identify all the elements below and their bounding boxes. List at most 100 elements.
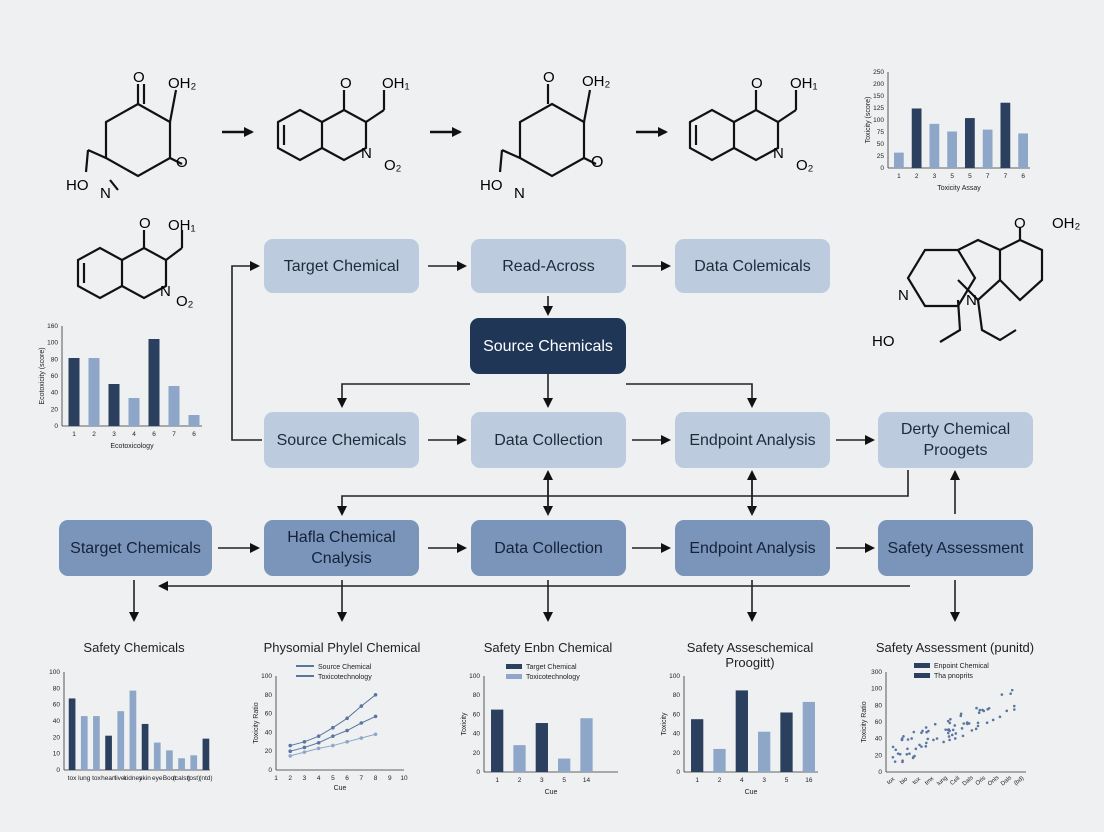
molecule-1-o: O — [133, 69, 145, 86]
legend-label: Toxicotechnology — [318, 674, 372, 681]
scatter-point — [967, 722, 971, 725]
box-hafla-chemical-cnalysis[interactable]: Hafla Chemical Cnalysis — [264, 520, 419, 576]
x-axis-label: Cue — [334, 785, 347, 792]
scatter-point — [965, 721, 969, 724]
molecule-5-o: O — [139, 215, 151, 232]
chart-title: Proogitt) — [725, 655, 774, 670]
scatter-point — [925, 730, 928, 734]
scatter-point — [975, 706, 978, 710]
x-tick-label: 6 — [192, 431, 196, 438]
scatter-point — [942, 740, 945, 744]
molecule-3 — [498, 84, 597, 178]
bar — [168, 386, 180, 426]
bar — [68, 358, 80, 426]
x-tick-label: 2 — [718, 777, 722, 784]
scatter-point — [970, 729, 974, 732]
y-tick-label: 40 — [473, 731, 481, 738]
series-point — [288, 754, 293, 758]
x-tick-label: heart — [101, 775, 116, 782]
box-endpoint-analysis-2[interactable]: Endpoint Analysis — [675, 520, 830, 576]
chart-title: Safety Enbn Chemical — [484, 640, 613, 655]
box-starget-chemicals[interactable]: Starget Chemicals — [59, 520, 212, 576]
y-tick-label: 20 — [673, 750, 681, 757]
legend-swatch — [506, 674, 522, 679]
x-tick-label: 8 — [374, 775, 378, 782]
x-tick-label: 10 — [400, 775, 408, 782]
x-tick-label: 2 — [518, 777, 522, 784]
x-tick-label: 1 — [695, 777, 699, 784]
bar — [178, 758, 185, 770]
series-point — [373, 693, 378, 697]
box-derty-chemical-proogets[interactable]: Derty Chemical Proogets — [878, 412, 1033, 468]
chart-title: Safety Asseschemical — [687, 640, 814, 655]
y-tick-label: 40 — [53, 718, 61, 725]
scatter-point — [946, 719, 950, 723]
scatter-point — [908, 752, 911, 755]
box-source-chemicals-center[interactable]: Source Chemicals — [470, 318, 626, 374]
scatter-point — [944, 728, 947, 731]
bar — [982, 129, 993, 168]
scatter-point — [893, 760, 897, 763]
scatter-point — [921, 729, 924, 733]
x-tick-label: 1 — [274, 775, 278, 782]
y-tick-label: 60 — [265, 711, 273, 718]
bar — [513, 745, 526, 772]
bar — [947, 131, 958, 168]
x-tick-label: 6 — [152, 431, 156, 438]
series-point — [359, 704, 364, 708]
scatter-point — [918, 743, 921, 747]
x-tick-label: Orls — [975, 775, 987, 787]
bar — [491, 709, 504, 772]
bar — [88, 358, 100, 426]
scatter-point — [959, 712, 963, 716]
molecule-5-o2: O₂ — [176, 293, 194, 310]
scatter-point — [1009, 692, 1012, 695]
molecule-4-o: O — [751, 75, 763, 92]
scatter-point — [954, 732, 958, 735]
molecule-6-n1: N — [898, 287, 909, 304]
x-tick-label: 5 — [331, 775, 335, 782]
x-tick-label: 3 — [112, 431, 116, 438]
x-tick-label: 3 — [303, 775, 307, 782]
box-endpoint-analysis-1[interactable]: Endpoint Analysis — [675, 412, 830, 468]
box-safety-assessment[interactable]: Safety Assessment — [878, 520, 1033, 576]
molecule-2-o: O — [340, 75, 352, 92]
scatter-point — [901, 759, 904, 762]
box-data-collection-2[interactable]: Data Collection — [471, 520, 626, 576]
scatter-point — [985, 721, 989, 725]
bar — [535, 723, 548, 772]
scatter-point — [932, 738, 935, 742]
y-tick-label: 0 — [54, 423, 58, 430]
y-tick-label: 125 — [873, 105, 884, 112]
scatter-point — [924, 741, 928, 745]
scatter-point — [896, 752, 900, 755]
scatter-point — [920, 731, 923, 735]
molecule-3-o-bottom: O — [591, 154, 603, 171]
series-point — [345, 728, 349, 733]
x-tick-label: kidney — [124, 775, 144, 782]
y-tick-label: 60 — [673, 711, 681, 718]
series-point — [331, 743, 335, 748]
legend-label: Tha pnoprits — [934, 673, 973, 680]
x-tick-label: 5 — [950, 173, 954, 180]
y-tick-label: 60 — [51, 373, 59, 380]
x-tick-label: 3 — [540, 777, 544, 784]
box-read-across[interactable]: Read-Across — [471, 239, 626, 293]
x-tick-label: Cell — [949, 776, 961, 787]
series-point — [302, 740, 307, 744]
box-data-colemicals[interactable]: Data Colemicals — [675, 239, 830, 293]
box-source-chemicals[interactable]: Source Chemicals — [264, 412, 419, 468]
y-tick-label: 80 — [473, 692, 481, 699]
box-data-collection-1[interactable]: Data Collection — [471, 412, 626, 468]
x-tick-label: (ntd) — [199, 775, 212, 782]
series-point — [331, 725, 335, 730]
x-tick-label: 1 — [495, 777, 499, 784]
x-tick-label: 16 — [805, 777, 813, 784]
box-target-chemical[interactable]: Target Chemical — [264, 239, 419, 293]
scatter-point — [910, 737, 913, 740]
bar — [1000, 102, 1011, 168]
molecule-6 — [906, 228, 1044, 343]
